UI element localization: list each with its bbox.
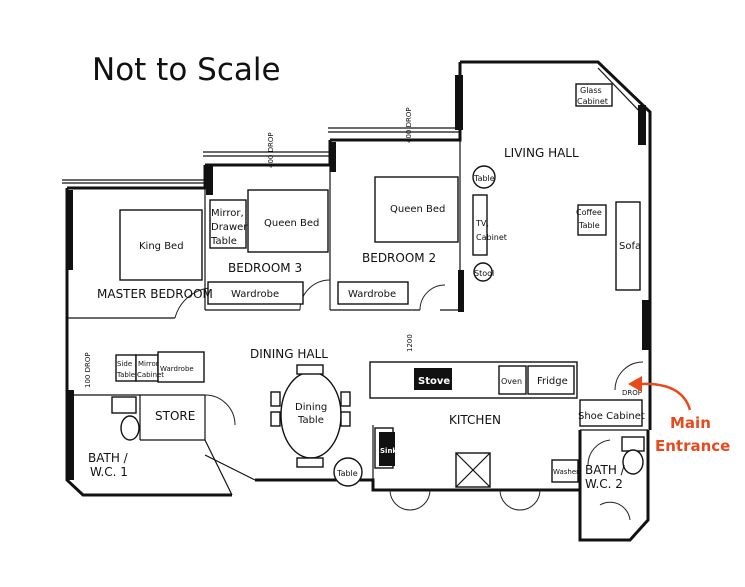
stool — [473, 262, 493, 282]
room-dining-hall: DINING HALL — [250, 347, 328, 361]
label-queen-bed-3: Queen Bed — [264, 218, 319, 229]
fridge — [527, 365, 575, 395]
coffee-table — [577, 204, 607, 236]
label-wardrobe-b2: Wardrobe — [348, 289, 396, 300]
kitchen-furniture — [333, 361, 643, 488]
label-drop-b2: 400 DROP — [405, 107, 413, 143]
living-hall-furniture — [472, 83, 641, 291]
wardrobe-master — [157, 351, 205, 383]
bath1-fixtures — [111, 396, 140, 441]
label-glass-1: Glass — [580, 86, 602, 95]
room-bath1-line1: BATH / — [88, 451, 129, 465]
queen-bed-2 — [374, 176, 459, 243]
room-bedroom-2: BEDROOM 2 — [362, 251, 436, 265]
label-coffee-1: Coffee — [576, 208, 602, 217]
kitchen-table — [333, 457, 363, 487]
label-shoe-cabinet: Shoe Cabinet — [578, 411, 645, 422]
room-kitchen: KITCHEN — [449, 413, 501, 427]
queen-bed-3 — [247, 189, 329, 253]
label-side-1: Side — [117, 360, 132, 368]
shoe-cabinet — [579, 399, 643, 427]
label-wardrobe-b3: Wardrobe — [231, 289, 279, 300]
stove — [414, 368, 452, 390]
side-table-living — [472, 165, 496, 189]
label-living-table: Table — [473, 174, 495, 183]
room-master-bedroom: MASTER BEDROOM — [97, 287, 213, 301]
room-bath2-line2: W.C. 2 — [585, 477, 623, 491]
mirror-drawer-table — [209, 199, 247, 249]
bath2-fixtures — [621, 436, 645, 475]
doors — [174, 279, 644, 521]
label-oven: Oven — [501, 377, 522, 386]
label-sink: Sink — [380, 447, 397, 455]
bedroom-furniture — [115, 176, 459, 383]
entrance-label-1: Main — [670, 414, 711, 432]
room-bedroom-3: BEDROOM 3 — [228, 261, 302, 275]
label-mirror-1: Mirror, — [211, 208, 244, 219]
label-stove: Stove — [418, 376, 450, 387]
main-entrance-marker: Main Entrance — [628, 376, 730, 455]
label-side-2: Table — [116, 371, 135, 379]
label-dining-2: Table — [297, 415, 324, 426]
label-sofa: Sofa — [619, 241, 641, 252]
label-drop-bath: 100 DROP — [84, 352, 92, 388]
plan-title: Not to Scale — [92, 52, 281, 88]
label-mirror-2: Drawer — [211, 222, 248, 233]
dining-furniture — [270, 364, 351, 468]
washer — [551, 459, 579, 483]
room-bath2-line1: BATH / — [585, 463, 626, 477]
label-mirror-3: Table — [210, 236, 237, 247]
label-washer: Washer — [553, 468, 579, 476]
label-wardrobe-master: Wardrobe — [160, 365, 194, 373]
sofa — [615, 201, 641, 291]
oven — [498, 365, 527, 395]
room-living-hall: LIVING HALL — [504, 146, 579, 160]
label-tv-2: Cabinet — [476, 233, 507, 242]
outer-walls — [62, 60, 652, 542]
label-glass-2: Cabinet — [577, 97, 608, 106]
label-kitchen-table: Table — [336, 469, 358, 478]
label-mirror-cab-2: Cabinet — [137, 371, 164, 379]
label-drop-b3: 400 DROP — [267, 132, 275, 168]
wardrobe-b3 — [207, 281, 304, 305]
label-dining-1: Dining — [295, 402, 327, 413]
label-mirror-cab-1: Mirror — [138, 360, 159, 368]
glass-cabinet — [575, 83, 613, 107]
label-stool: Stool — [474, 269, 494, 278]
room-store: STORE — [155, 409, 195, 423]
interior-walls — [67, 130, 648, 496]
wardrobe-b2 — [337, 281, 409, 305]
room-bath1-line2: W.C. 1 — [90, 465, 128, 479]
label-tv-1: TV, — [475, 219, 489, 228]
label-drop-entrance: DROP — [622, 389, 642, 397]
sink — [379, 432, 395, 466]
label-drop-1200: 1200 — [406, 334, 414, 352]
tv-cabinet — [472, 194, 488, 256]
king-bed — [119, 209, 203, 281]
entrance-label-2: Entrance — [655, 437, 730, 455]
label-coffee-2: Table — [578, 221, 600, 230]
label-king-bed: King Bed — [139, 241, 184, 252]
label-queen-bed-2: Queen Bed — [390, 204, 445, 215]
label-fridge: Fridge — [537, 376, 568, 387]
